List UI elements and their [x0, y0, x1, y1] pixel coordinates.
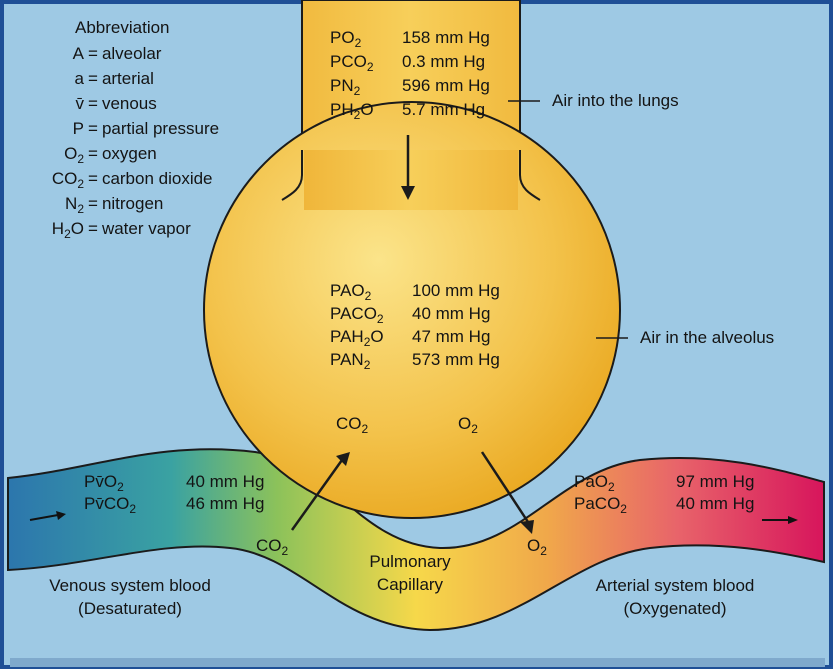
equals-sign: =: [88, 119, 98, 138]
pressure-row: PACO2 40 mm Hg: [330, 304, 491, 326]
equals-sign: =: [88, 69, 98, 88]
abbreviation-row: N2=nitrogen: [0, 194, 164, 216]
abbreviation-meaning: carbon dioxide: [101, 169, 213, 188]
abbreviation-symbol: a: [74, 69, 84, 88]
arterial-o2-label: O2: [527, 536, 547, 558]
pressure-name: PACO2: [330, 304, 384, 326]
abbreviation-symbol: A: [72, 44, 84, 63]
abbreviation-meaning: arterial: [101, 69, 154, 88]
venous-caption: Venous system blood (Desaturated): [30, 576, 230, 619]
bottom-shadow: [10, 658, 825, 667]
pressure-value: 46 mm Hg: [186, 494, 265, 513]
abbreviation-meaning: partial pressure: [101, 119, 220, 138]
abbreviation-symbol: H2O: [51, 219, 84, 241]
pressure-value: 158 mm Hg: [402, 28, 490, 47]
pressure-row: PAN2 573 mm Hg: [330, 350, 500, 372]
pressure-value: 596 mm Hg: [402, 76, 490, 95]
alveolus-co2-label: CO2: [336, 414, 369, 436]
arterial-caption-line2: (Oxygenated): [623, 599, 727, 618]
abbreviation-row: A=alveolar: [0, 44, 162, 64]
pressure-name: PAN2: [330, 350, 371, 372]
abbreviation-row: v̄=venous: [0, 94, 157, 114]
pressure-name: PH2O: [330, 100, 374, 122]
abbreviation-symbol: v̄: [75, 94, 85, 113]
alveolus-o2-label: O2: [458, 414, 478, 436]
pressure-name: Pv̄O2: [84, 472, 124, 494]
abbreviation-symbol: CO2: [51, 169, 84, 191]
pressure-row: PN2 596 mm Hg: [330, 76, 490, 98]
pressure-name: PaO2: [574, 472, 615, 494]
pressure-name: Pv̄CO2: [84, 494, 137, 516]
pressure-value: 5.7 mm Hg: [402, 100, 486, 119]
pressure-row: Pv̄CO2 46 mm Hg: [84, 494, 265, 516]
pressure-value: 40 mm Hg: [186, 472, 265, 491]
pressure-name: PCO2: [330, 52, 374, 74]
abbreviation-meaning: water vapor: [101, 219, 191, 238]
air-into-lungs-label: Air into the lungs: [552, 91, 679, 110]
abbreviation-symbol: N2: [65, 194, 84, 216]
equals-sign: =: [88, 94, 98, 113]
equals-sign: =: [88, 44, 98, 63]
pressure-row: PH2O 5.7 mm Hg: [330, 100, 486, 122]
pressure-row: PAH2O 47 mm Hg: [330, 327, 491, 349]
abbreviation-symbol: O2: [64, 144, 84, 166]
capillary-label-line2: Capillary: [376, 575, 444, 594]
pressure-value: 100 mm Hg: [412, 281, 500, 300]
venous-caption-line2: (Desaturated): [78, 599, 182, 618]
pressure-row: PaCO2 40 mm Hg: [574, 494, 755, 516]
abbreviation-title: Abbreviation: [75, 18, 170, 37]
pressure-name: PO2: [330, 28, 362, 50]
arterial-caption: Arterial system blood (Oxygenated): [570, 576, 780, 619]
pressure-name: PaCO2: [574, 494, 627, 516]
pressure-row: Pv̄O2 40 mm Hg: [84, 472, 265, 494]
capillary-label-line1: Pulmonary: [369, 552, 451, 571]
pressure-value: 40 mm Hg: [676, 494, 755, 513]
abbreviation-symbol: P: [72, 119, 84, 138]
pressure-value: 0.3 mm Hg: [402, 52, 486, 71]
abbreviation-row: CO2=carbon dioxide: [0, 169, 213, 191]
air-in-alveolus-label: Air in the alveolus: [640, 328, 775, 347]
pressure-value: 47 mm Hg: [412, 327, 491, 346]
abbreviation-row: P=partial pressure: [0, 119, 219, 139]
co2-arrow: [290, 459, 344, 531]
pressure-row: PCO2 0.3 mm Hg: [330, 52, 486, 74]
pressure-name: PAH2O: [330, 327, 384, 349]
pressure-row: PAO2 100 mm Hg: [330, 281, 500, 303]
pressure-value: 40 mm Hg: [412, 304, 491, 323]
venous-flow-arrow: [29, 514, 59, 521]
abbreviation-row: O2=oxygen: [0, 144, 157, 166]
pressure-name: PN2: [330, 76, 361, 98]
pressure-value: 573 mm Hg: [412, 350, 500, 369]
equals-sign: =: [88, 169, 98, 188]
pressure-row: PaO2 97 mm Hg: [574, 472, 755, 494]
equals-sign: =: [88, 144, 98, 163]
arterial-caption-line1: Arterial system blood: [595, 576, 755, 595]
abbreviation-meaning: oxygen: [101, 144, 157, 163]
o2-arrow: [480, 451, 530, 523]
pressure-row: PO2 158 mm Hg: [330, 28, 490, 50]
venous-caption-line1: Venous system blood: [49, 576, 211, 595]
abbreviation-row: a=arterial: [0, 69, 154, 89]
abbreviation-meaning: venous: [101, 94, 157, 113]
pressure-value: 97 mm Hg: [676, 472, 755, 491]
capillary-label: Pulmonary Capillary: [360, 552, 460, 595]
equals-sign: =: [88, 219, 98, 238]
pressure-name: PAO2: [330, 281, 372, 303]
equals-sign: =: [88, 194, 98, 213]
abbreviation-meaning: nitrogen: [101, 194, 164, 213]
abbreviation-meaning: alveolar: [101, 44, 162, 63]
venous-co2-label: CO2: [256, 536, 289, 558]
abbreviation-row: H2O=water vapor: [0, 219, 191, 241]
